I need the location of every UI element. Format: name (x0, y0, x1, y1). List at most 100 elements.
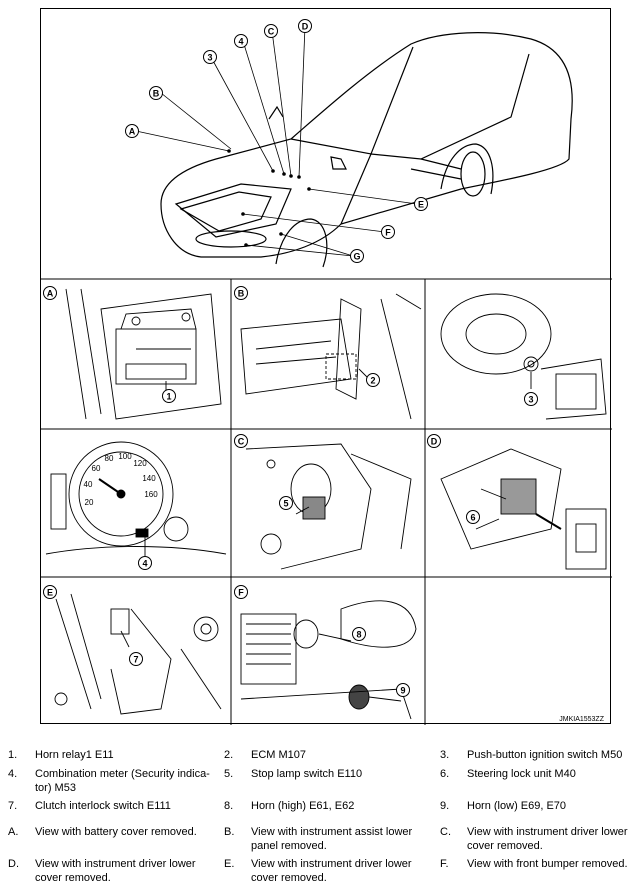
svg-text:160: 160 (144, 490, 158, 499)
panel-e-illustration (54, 593, 222, 715)
legend-item-text: Combination meter (Security indica- tor)… (35, 768, 210, 794)
callout-f: F (234, 585, 248, 599)
svg-text:3: 3 (528, 395, 533, 405)
legend-item-number: 4. (8, 768, 18, 780)
legend-item-text: Clutch interlock switch E111 (35, 800, 171, 812)
svg-text:3: 3 (207, 53, 212, 63)
callout-b: B (234, 286, 248, 300)
svg-text:5: 5 (283, 499, 288, 509)
legend-item-number: C. (440, 826, 451, 838)
callout-e: E (43, 585, 57, 599)
panel-callouts: A 1 B 2 3 4 C 5 D 6E 7 F 8 9 (43, 286, 538, 697)
svg-text:9: 9 (400, 686, 405, 696)
svg-text:40: 40 (84, 480, 93, 489)
svg-text:C: C (268, 27, 275, 37)
callout-g: G (350, 249, 364, 263)
callout-d: D (298, 19, 312, 33)
callout-4: 4 (138, 556, 152, 570)
svg-text:A: A (129, 127, 136, 137)
panel-a-illustration (65, 288, 222, 420)
legend-item-number: 5. (224, 768, 234, 780)
svg-text:E: E (418, 200, 424, 210)
callout-6: 6 (466, 510, 480, 524)
legend-item-number: 2. (224, 749, 234, 761)
svg-text:140: 140 (142, 474, 156, 483)
legend-item-text: View with instrument driver lower cover … (251, 858, 412, 884)
legend-item-number: 7. (8, 800, 18, 812)
svg-text:7: 7 (133, 655, 138, 665)
svg-text:1: 1 (166, 392, 171, 402)
callout-3: 3 (203, 50, 217, 64)
callout-d: D (427, 434, 441, 448)
callout-e: E (414, 197, 428, 211)
svg-text:20: 20 (85, 498, 94, 507)
svg-text:80: 80 (105, 454, 114, 463)
svg-text:2: 2 (370, 376, 375, 386)
callout-4: 4 (234, 34, 248, 48)
legend-item-text: Horn (high) E61, E62 (251, 800, 355, 812)
legend-item-number: A. (8, 826, 19, 838)
legend-item-text: Steering lock unit M40 (467, 768, 576, 780)
svg-text:8: 8 (356, 630, 361, 640)
svg-text:4: 4 (142, 559, 147, 569)
panel-d-illustration (440, 448, 607, 570)
svg-text:4: 4 (238, 37, 243, 47)
callout-a: A (125, 124, 139, 138)
legend-item-text: Horn relay1 E11 (35, 749, 114, 761)
legend-item-text: Horn (low) E69, E70 (467, 800, 567, 812)
legend-item-number: 8. (224, 800, 234, 812)
callout-f: F (381, 225, 395, 239)
legend-item-number: 1. (8, 749, 18, 761)
svg-text:6: 6 (470, 513, 475, 523)
svg-text:G: G (353, 252, 360, 262)
callout-a: A (43, 286, 57, 300)
callout-c: C (264, 24, 278, 38)
legend-item-number: F. (440, 858, 449, 870)
svg-text:B: B (153, 89, 160, 99)
svg-text:B: B (238, 289, 245, 299)
legend-item-number: E. (224, 858, 235, 870)
legend-item-text: View with instrument driver lower cover … (467, 826, 628, 852)
legend-item-text: Push-button ignition switch M50 (467, 749, 623, 761)
svg-text:60: 60 (92, 464, 101, 473)
callout-7: 7 (129, 652, 143, 666)
svg-text:120: 120 (133, 459, 147, 468)
callout-9: 9 (396, 683, 410, 697)
svg-text:F: F (238, 588, 244, 598)
svg-text:100: 100 (118, 452, 132, 461)
legend-item-text: Stop lamp switch E110 (251, 768, 363, 780)
callout-5: 5 (279, 496, 293, 510)
legend-item-number: 3. (440, 749, 450, 761)
panel-f-illustration (240, 600, 417, 720)
callout-2: 2 (366, 373, 380, 387)
figure-ref-code: JMKIA1553ZZ (559, 716, 604, 723)
legend-item-number: D. (8, 858, 19, 870)
legend-item-text: View with instrument driver lower cover … (35, 858, 196, 884)
svg-text:C: C (238, 437, 245, 447)
legend-item-number: 6. (440, 768, 450, 780)
callout-8: 8 (352, 627, 366, 641)
panel-b-illustration (240, 293, 422, 420)
legend-item-number: B. (224, 826, 235, 838)
legend-item-text: View with instrument assist lower panel … (251, 826, 413, 852)
svg-text:D: D (302, 22, 309, 32)
legend-item-text: ECM M107 (251, 749, 307, 761)
panel-3-illustration (440, 293, 607, 420)
car-callouts: A B 3 4 C D E F G (125, 19, 428, 263)
svg-text:A: A (47, 289, 54, 299)
callout-b: B (149, 86, 163, 100)
legend-item-text: View with battery cover removed. (35, 826, 197, 838)
legend-item-number: 9. (440, 800, 450, 812)
svg-text:D: D (431, 437, 438, 447)
legend-item-text: View with front bumper removed. (467, 858, 628, 870)
callout-1: 1 (162, 389, 176, 403)
callout-3: 3 (524, 392, 538, 406)
svg-text:F: F (385, 228, 391, 238)
callout-c: C (234, 434, 248, 448)
panel-4-illustration (45, 441, 227, 557)
svg-text:E: E (47, 588, 53, 598)
panel-c-illustration (245, 443, 412, 570)
car-illustration (160, 32, 573, 268)
